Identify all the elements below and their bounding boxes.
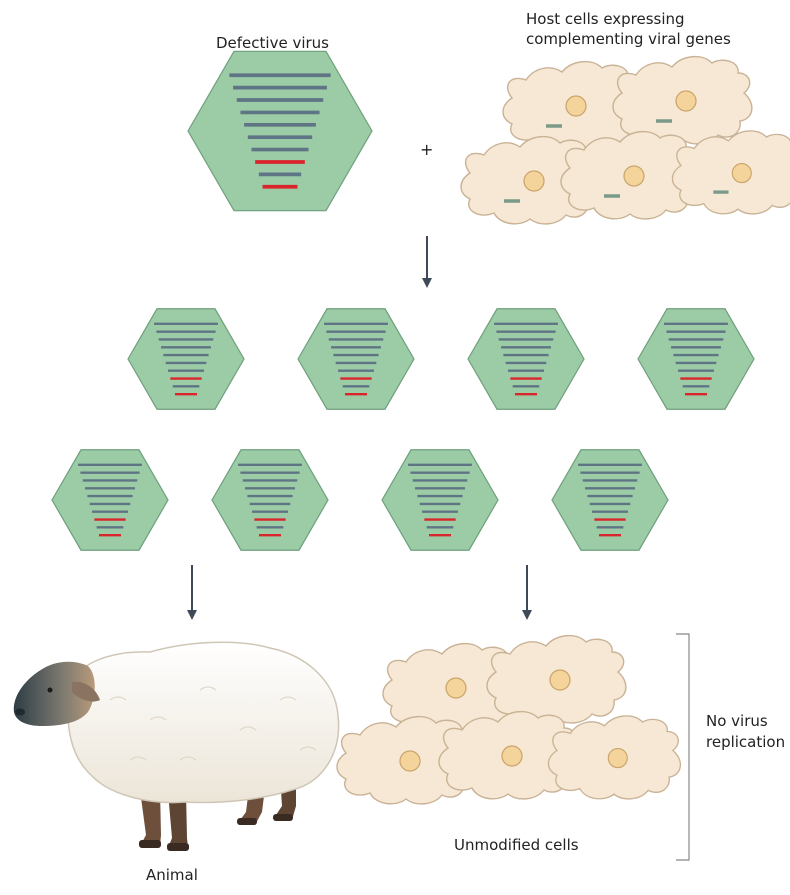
host-cell-2 [613,57,752,144]
virus-progeny-row1-1 [128,309,244,409]
plus-sign: + [420,140,433,159]
bracket [676,634,689,860]
no-virus-replication-label-line1: No virus [706,712,768,731]
host-cells-label-line2: complementing viral genes [526,30,731,49]
unmodified-cells-group [337,636,680,804]
unmodified-cell-2 [487,636,626,723]
cell-nucleus [524,171,544,191]
cell-nucleus [566,96,586,116]
virus-progeny-row1-4 [638,309,754,409]
defective-virus-label: Defective virus [216,34,329,53]
cell-nucleus [550,670,570,690]
host-cells-label-line1: Host cells expressing [526,10,685,29]
cell-nucleus [446,678,466,698]
host-cells-group [461,57,790,224]
virus-progeny-row2-3 [382,450,498,550]
cell-nucleus [676,91,696,111]
arrow-down-icon [187,565,197,620]
cell-nucleus [502,746,522,766]
cell-nucleus [400,751,420,771]
arrow-down-icon [522,565,532,620]
animal-label: Animal [146,866,198,885]
virus-progeny-row1-2 [298,309,414,409]
unmodified-cells-label: Unmodified cells [454,836,579,855]
virus-progeny-row2-2 [212,450,328,550]
virus-progeny-row2-4 [552,450,668,550]
cell-nucleus [732,164,751,183]
cell-nucleus [608,749,627,768]
sheep-icon [14,642,339,851]
virus-progeny-row1-3 [468,309,584,409]
virus-progeny-row2-1 [52,450,168,550]
arrow-down-icon [422,236,432,288]
defective-virus-large [188,51,372,210]
cell-nucleus [624,166,644,186]
arrows-group [187,236,532,620]
no-virus-replication-label-line2: replication [706,733,785,752]
